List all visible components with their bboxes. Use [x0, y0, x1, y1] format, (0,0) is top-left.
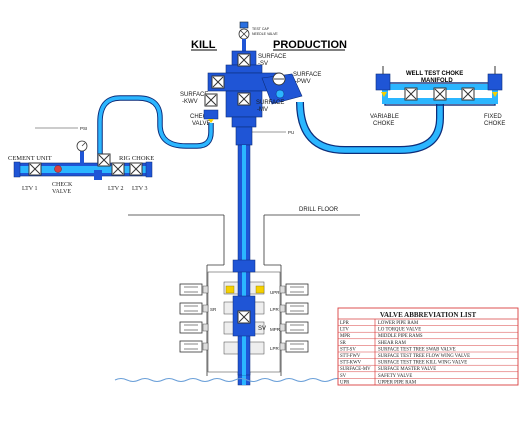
- legend-description: MIDDLE PIPE RAMS: [378, 334, 423, 339]
- legend-abbr: LTV: [340, 328, 349, 333]
- surface-sv-label-1: SURFACE: [258, 54, 286, 60]
- surface-mv-valve-icon: [237, 92, 251, 106]
- fixed-choke-label-1: FIXED: [484, 114, 502, 120]
- manifold-valve-3-icon: [461, 87, 475, 101]
- legend-title: VALVE ABBREVIATION LIST: [380, 311, 477, 319]
- legend-description: SURFACE MASTER VALVE: [378, 367, 436, 372]
- rig-choke-label: RIG CHOKE: [119, 155, 154, 162]
- check-valve-left-label-1: CHECK: [52, 182, 73, 188]
- variable-choke-label-2: CHOKE: [373, 121, 394, 127]
- fixed-choke-label-2: CHOKE: [484, 121, 505, 127]
- surface-kwv-label-1: SURFACE: [180, 92, 208, 98]
- psi-label: PSI: [80, 126, 87, 131]
- legend-description: SURFACE TEST TREE KILL WING VALVE: [378, 361, 467, 366]
- surface-mv-label-1: SURFACE: [256, 100, 284, 106]
- legend-description: UPPER PIPE RAM: [378, 380, 417, 385]
- kill-check-valve-icon: [203, 109, 219, 120]
- safety-valve-icon: [237, 310, 251, 324]
- rig-choke-valve-icon: [97, 153, 111, 167]
- manifold-valve-1-icon: [404, 87, 418, 101]
- sv-label: SV: [258, 326, 266, 332]
- well-test-manifold-label-2: MANIFOLD: [421, 78, 453, 84]
- upr-label: UPR: [270, 290, 280, 295]
- check-valve-left-label-2: VALVE: [52, 189, 71, 195]
- upper-sub: [235, 126, 253, 146]
- surface-mv-label-2: -MV: [257, 107, 268, 113]
- pu-label: PU: [288, 130, 294, 135]
- surface-sv-valve-icon: [237, 53, 251, 67]
- surface-sv-label-2: -SV: [258, 61, 268, 67]
- variable-choke-label-1: VARIABLE: [370, 114, 399, 120]
- kill-hose: [97, 95, 214, 170]
- riser-outline: [206, 215, 282, 376]
- cement-unit-label: CEMENT UNIT: [8, 155, 52, 162]
- surface-pwv-valve-icon: [272, 72, 286, 86]
- lpr-label-2: LPR: [270, 346, 280, 351]
- test-cap-assembly: [238, 21, 250, 51]
- bop-rams: [179, 283, 309, 353]
- sr-label: SR: [210, 307, 217, 312]
- legend-description: SURFACE TEST TREE FLOW WING VALVE: [378, 354, 470, 359]
- lpr-label-1: LPR: [270, 307, 280, 312]
- legend-description: SURFACE TEST TREE SWAB VALVE: [378, 347, 456, 352]
- surface-kwv-label-2: -KWV: [182, 99, 198, 105]
- manifold-valve-2-icon: [433, 87, 447, 101]
- sea-level: [114, 378, 356, 382]
- mpr-label: MPR: [270, 327, 281, 332]
- ltv2-label: LTV 2: [108, 186, 124, 192]
- legend-abbr: STT-SV: [340, 347, 356, 352]
- legend-abbr: SURFACE-MV: [340, 367, 371, 372]
- check-valve-label-2: VALVE: [192, 121, 210, 127]
- legend-description: SHEAR RAM: [378, 341, 407, 346]
- check-valve-label-1: CHECK: [190, 114, 211, 120]
- surface-kwv-block-icon: [211, 75, 225, 89]
- legend-abbr: MPR: [340, 334, 351, 339]
- kill-header: KILL: [191, 39, 216, 51]
- legend-abbr: LPR: [340, 321, 350, 326]
- choke-manifold: [375, 66, 503, 106]
- ltv3-valve-icon: [129, 162, 143, 176]
- ltv3-label: LTV 3: [132, 186, 148, 192]
- legend-abbr: STT-KWV: [340, 361, 362, 366]
- legend-abbr: SV: [340, 374, 347, 379]
- ltv1-valve-icon: [28, 162, 42, 176]
- surface-test-tree: [207, 50, 303, 128]
- needle-valve-label: NEEDLE VALVE: [252, 32, 278, 36]
- well-test-manifold-label-1: WELL TEST CHOKE: [406, 71, 463, 77]
- production-header: PRODUCTION: [273, 39, 347, 51]
- test-cap-label: TEST CAP: [252, 27, 270, 31]
- legend-abbr: STT-FWV: [340, 354, 361, 359]
- surface-pwv-label-1: SURFACE: [293, 72, 321, 78]
- drill-floor-label: DRILL FLOOR: [299, 207, 339, 213]
- ltv2-valve-icon: [111, 162, 125, 176]
- legend-description: SAFETY VALVE: [378, 374, 412, 379]
- legend-description: LOWER PIPE RAM: [378, 321, 419, 326]
- legend-description: LO TORQUE VALVE: [378, 328, 421, 333]
- ltv1-label: LTV 1: [22, 186, 38, 192]
- legend-abbr: UPR: [340, 380, 350, 385]
- surface-kwv-valve-icon: [204, 93, 218, 107]
- surface-pwv-label-2: -PWV: [295, 79, 311, 85]
- legend-abbr: SR: [340, 341, 347, 346]
- valve-abbreviation-legend: VALVE ABBREVIATION LIST LPR LOWER PIPE RA…: [337, 307, 519, 386]
